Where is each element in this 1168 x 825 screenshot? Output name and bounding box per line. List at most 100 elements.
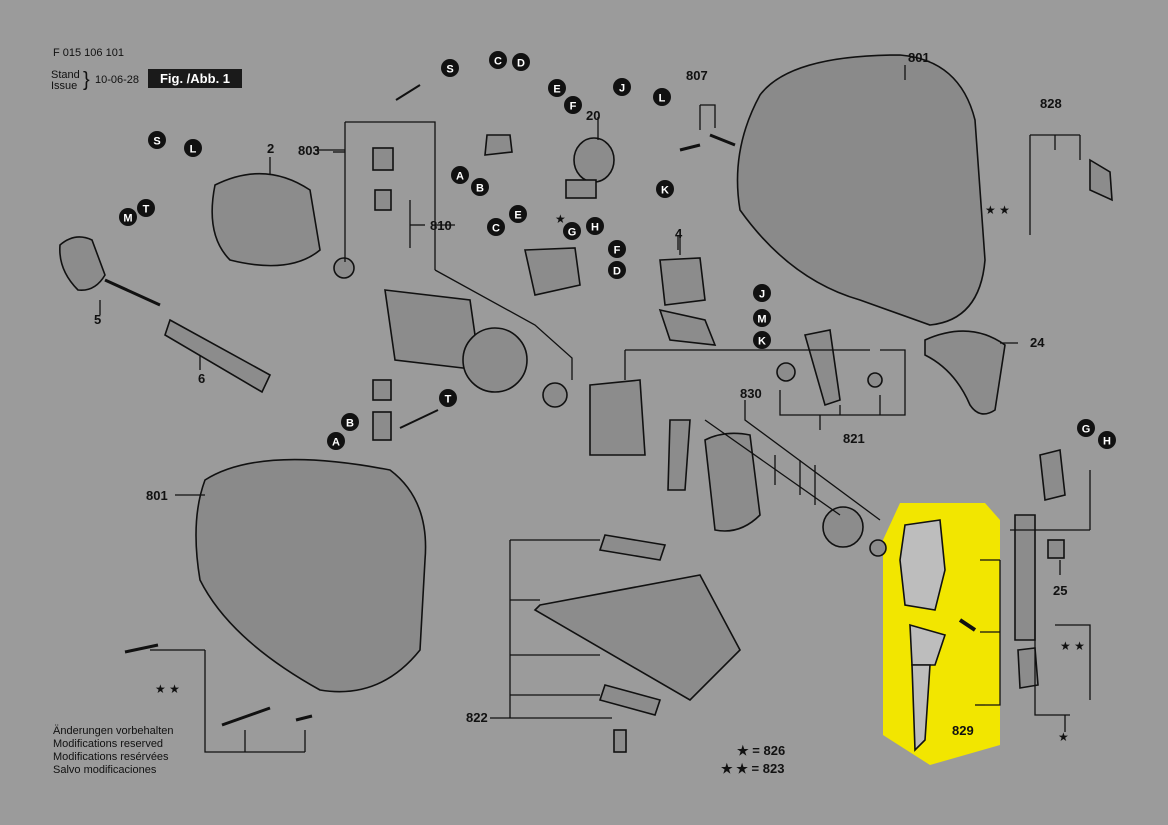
- screw-housing-2: [221, 706, 271, 727]
- badge-letter: D: [517, 58, 525, 70]
- connection-badge-e: E: [509, 205, 527, 223]
- part-number-label: 807: [686, 68, 708, 83]
- badge-letter: H: [591, 222, 599, 234]
- badge-letter: H: [1103, 436, 1111, 448]
- leader-line: [744, 400, 881, 521]
- part-number-label: 803: [298, 143, 320, 158]
- cord-clamp-25: [1014, 514, 1036, 641]
- connection-badge-l: L: [184, 139, 202, 157]
- part-number-label: 828: [1040, 96, 1062, 111]
- legend-double-star-value: = 823: [751, 761, 785, 776]
- leader-line: [345, 121, 436, 270]
- connection-badge-l: L: [653, 88, 671, 106]
- part-number-label: 6: [198, 371, 205, 386]
- connector-block: [484, 134, 513, 156]
- power-cord: [104, 278, 161, 307]
- badge-letter: B: [476, 183, 484, 195]
- gear-bushing: [869, 539, 887, 557]
- washer-807: [709, 133, 736, 147]
- badge-circle: [613, 78, 631, 96]
- note-en: Modifications reserved: [53, 738, 164, 750]
- carbon-brush-2: [372, 379, 392, 401]
- leader-line: [434, 269, 573, 380]
- screw-housing-3: [295, 714, 313, 722]
- bearing-top: [333, 257, 355, 279]
- stand-label: Stand: [51, 69, 80, 81]
- badge-circle: [563, 222, 581, 240]
- connection-badge-k: K: [656, 180, 674, 198]
- field-coil: [211, 172, 321, 267]
- connection-badge-c: C: [489, 51, 507, 69]
- connection-badge-j: J: [753, 284, 771, 302]
- note-es: Salvo modificaciones: [53, 764, 157, 776]
- part-number-label: 822: [466, 710, 488, 725]
- badge-letter: S: [446, 64, 453, 76]
- badge-letter: G: [568, 227, 577, 239]
- badge-circle: [753, 309, 771, 327]
- badge-letter: C: [492, 223, 500, 235]
- blade-holder: [899, 519, 946, 611]
- bearing-bottom: [542, 382, 568, 408]
- base-clamp: [598, 534, 667, 561]
- badge-letter: D: [613, 266, 621, 278]
- note-fr: Modifications resérvées: [53, 751, 169, 763]
- lever-24: [924, 330, 1006, 415]
- connection-badge-s: S: [148, 131, 166, 149]
- connection-badge-m: M: [119, 208, 137, 226]
- part-number-label: 801: [146, 488, 168, 503]
- connection-badge-a: A: [327, 432, 345, 450]
- leader-line: [779, 349, 906, 416]
- badge-circle: [753, 331, 771, 349]
- badge-circle: [119, 208, 137, 226]
- badge-letter: C: [494, 56, 502, 68]
- legend-double-star-symbol: ★ ★: [721, 761, 748, 776]
- connector-wire-S: [395, 84, 421, 101]
- badge-circle: [1098, 431, 1116, 449]
- badge-letter: E: [553, 84, 560, 96]
- pendulum-roller: [776, 362, 796, 382]
- part-number-label: 810: [430, 218, 452, 233]
- badge-letter: A: [456, 171, 464, 183]
- legend-single-star: ★ = 826: [737, 743, 785, 759]
- badge-circle: [184, 139, 202, 157]
- star-marker: ★: [555, 212, 566, 226]
- badge-letter: K: [758, 336, 766, 348]
- note-de: Änderungen vorbehalten: [53, 725, 174, 737]
- part-number-label: 2: [267, 141, 274, 156]
- part-number-label: 4: [675, 226, 683, 241]
- badge-circle: [489, 51, 507, 69]
- connection-badge-h: H: [586, 217, 604, 235]
- brush-holder-2: [372, 411, 392, 441]
- badge-letter: A: [332, 437, 340, 449]
- brace-icon: }: [83, 69, 90, 91]
- leader-line: [1034, 620, 1070, 716]
- leader-line: [204, 650, 305, 753]
- badge-circle: [1077, 419, 1095, 437]
- connection-badge-b: B: [471, 178, 489, 196]
- switch-trigger: [658, 308, 717, 346]
- badge-circle: [341, 413, 359, 431]
- legend-single-star-value: = 826: [752, 743, 786, 758]
- badge-circle: [564, 96, 582, 114]
- leader-line: [1055, 624, 1091, 700]
- badge-circle: [656, 180, 674, 198]
- part-number-label: 821: [843, 431, 865, 446]
- armature-fan: [462, 327, 528, 393]
- part-number-label: 801: [908, 50, 930, 65]
- pendulum-lever: [803, 329, 841, 407]
- badge-letter: F: [570, 101, 577, 113]
- drive-gear: [822, 506, 864, 548]
- badge-circle: [512, 53, 530, 71]
- badge-circle: [753, 284, 771, 302]
- leader-line: [985, 560, 1001, 706]
- issue-date: 10-06-28: [95, 74, 140, 86]
- star-marker: ★ ★: [155, 682, 180, 696]
- badge-circle: [608, 240, 626, 258]
- badge-circle: [653, 88, 671, 106]
- gear-housing-plate: [589, 379, 646, 456]
- badge-circle: [509, 205, 527, 223]
- connection-badge-s: S: [441, 59, 459, 77]
- guide-plate: [704, 432, 761, 532]
- housing-half-bottom: [195, 458, 427, 693]
